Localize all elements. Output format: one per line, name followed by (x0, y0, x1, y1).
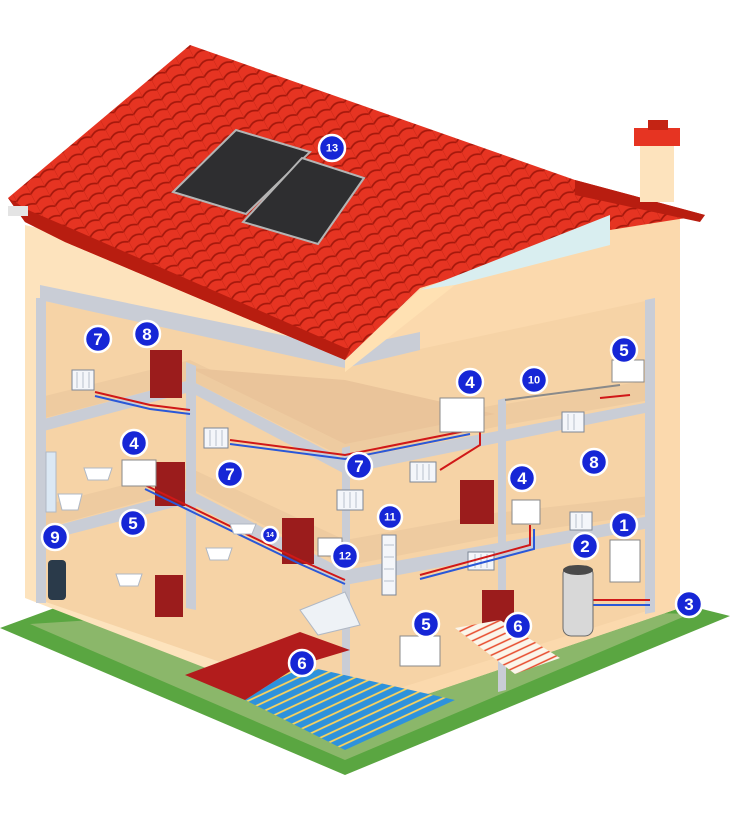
marker-label: 9 (50, 528, 59, 547)
marker-badge-6: 6 (287, 648, 317, 678)
marker-badge-7: 7 (215, 459, 245, 489)
marker-label: 4 (465, 373, 475, 392)
marker-badge-5: 5 (609, 335, 639, 365)
marker-badge-12: 12 (330, 541, 360, 571)
marker-badge-5: 5 (411, 609, 441, 639)
marker-label: 14 (266, 532, 274, 539)
marker-label: 2 (580, 537, 589, 556)
underfloor-heating-red (455, 620, 560, 674)
floor-slab-top (40, 380, 650, 474)
marker-label: 3 (684, 595, 693, 614)
marker-label: 8 (589, 453, 598, 472)
heating-pipes (94, 384, 650, 606)
marker-badge-14: 14 (260, 525, 280, 545)
marker-badge-8: 8 (132, 319, 162, 349)
marker-badge-5: 5 (118, 508, 148, 538)
marker-badge-4: 4 (119, 428, 149, 458)
marker-badge-10: 10 (519, 365, 549, 395)
marker-badge-3: 3 (674, 589, 704, 619)
marker-label: 13 (326, 143, 338, 155)
marker-badge-4: 4 (455, 367, 485, 397)
marker-label: 5 (128, 514, 137, 533)
marker-label: 8 (142, 325, 151, 344)
marker-label: 5 (619, 341, 628, 360)
marker-label: 7 (93, 330, 102, 349)
marker-label: 7 (354, 457, 363, 476)
marker-label: 4 (517, 469, 527, 488)
marker-badge-13: 13 (317, 133, 347, 163)
radiators (71, 369, 593, 596)
chimney (634, 120, 680, 202)
marker-badge-11: 11 (376, 503, 404, 531)
marker-badge-7: 7 (344, 451, 374, 481)
marker-label: 6 (297, 654, 306, 673)
marker-badge-1: 1 (609, 510, 639, 540)
marker-label: 1 (619, 516, 628, 535)
marker-badge-8: 8 (579, 447, 609, 477)
marker-badge-2: 2 (570, 531, 600, 561)
underfloor-heating-blue (245, 665, 455, 750)
solar-panels (171, 128, 366, 246)
marker-badge-6: 6 (503, 611, 533, 641)
marker-label: 4 (129, 434, 139, 453)
bathroom-fixtures (45, 451, 361, 636)
marker-badge-9: 9 (40, 522, 70, 552)
marker-badge-7: 7 (83, 324, 113, 354)
marker-badge-4: 4 (507, 463, 537, 493)
marker-label: 7 (225, 465, 234, 484)
marker-label: 12 (339, 551, 351, 563)
boiler-room (48, 539, 641, 637)
marker-label: 11 (384, 512, 396, 524)
marker-label: 6 (513, 617, 522, 636)
marker-label: 5 (421, 615, 430, 634)
marker-label: 10 (528, 375, 540, 387)
